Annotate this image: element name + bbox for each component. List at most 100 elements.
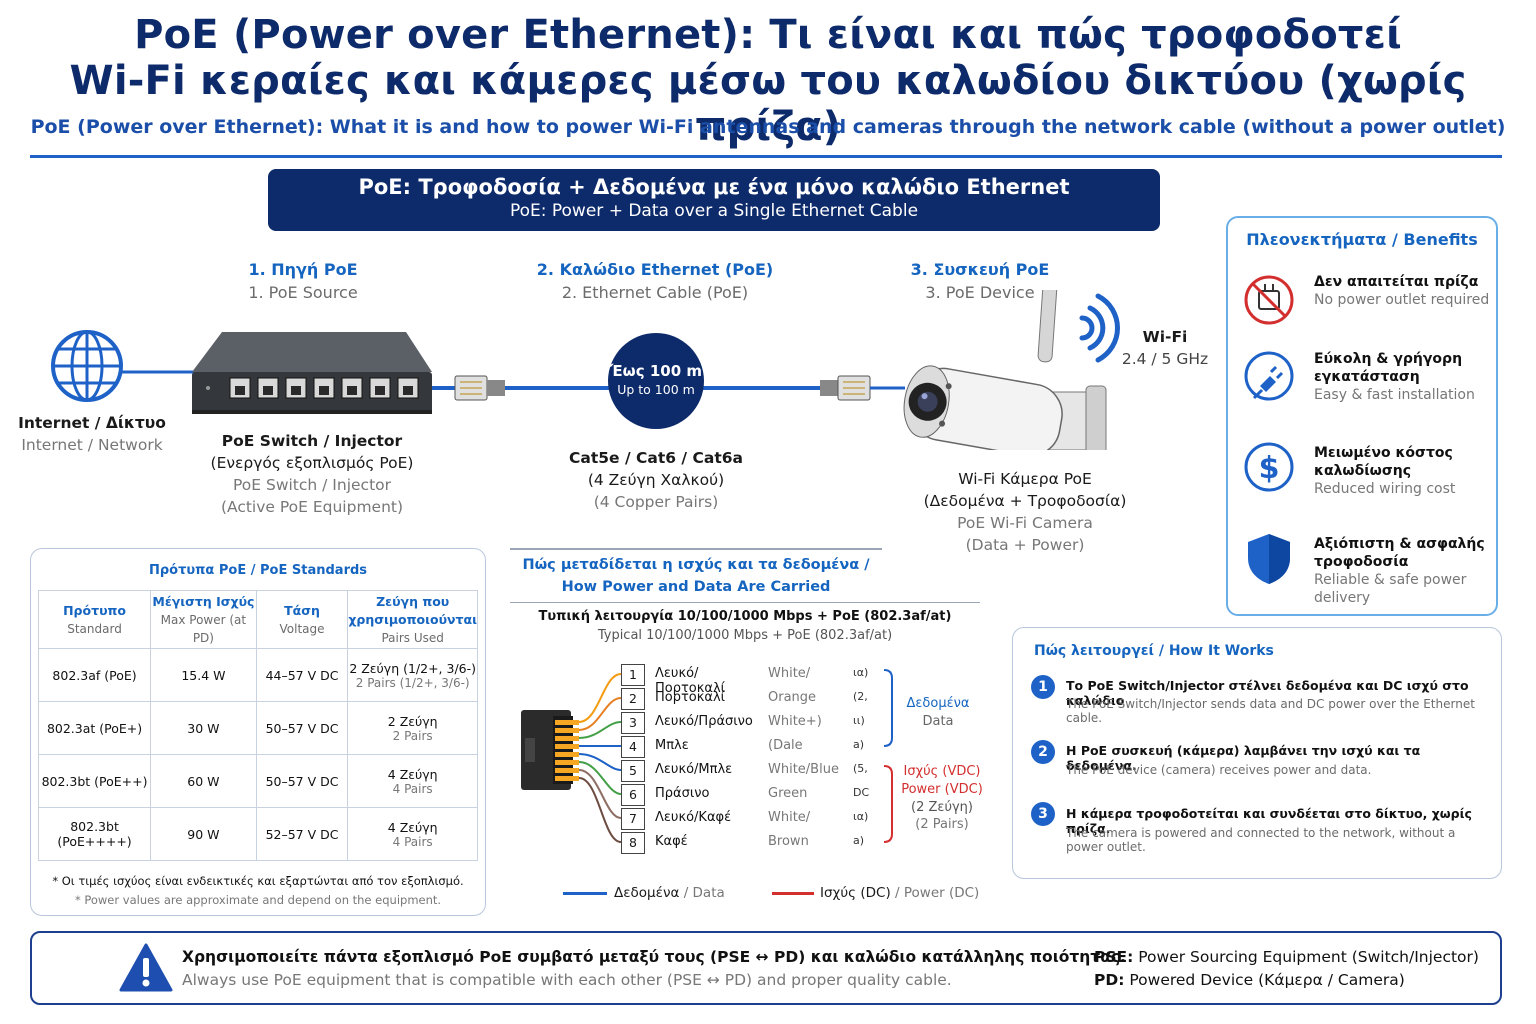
legend-data: Δεδομένα / Data <box>614 885 725 901</box>
header-en: Max Power (at PD) <box>160 612 247 645</box>
pin-tail: ια) <box>853 666 869 679</box>
warning-icon <box>119 943 173 992</box>
wifi-label-name: Wi-Fi <box>1142 328 1188 346</box>
globe-icon <box>51 330 123 402</box>
pin-number: 8 <box>621 832 645 854</box>
legend-power: Ισχύς (DC) / Power (DC) <box>820 885 979 901</box>
pin-color-en: White/ <box>768 810 811 825</box>
how-it-works-title: Πώς λειτουργεί / How It Works <box>1034 643 1274 659</box>
step-number-badge: 1 <box>1031 675 1055 699</box>
step-title: 3. Συσκευή PoE <box>910 260 1050 279</box>
cell-voltage: 50–57 V DC <box>255 701 349 755</box>
legend-power-gr: Ισχύς (DC) <box>820 885 891 901</box>
carry-divider-top <box>510 548 882 550</box>
pin-number: 5 <box>621 760 645 782</box>
plug-icon <box>1244 351 1294 401</box>
power-pairs-gr: (2 Ζεύγη) <box>911 800 973 815</box>
page-title-line1: PoE (Power over Ethernet): Τι είναι και … <box>134 12 1402 58</box>
pin-color-en: (Dale <box>768 738 803 753</box>
pairs-en: 2 Pairs <box>392 728 433 743</box>
pse-key: PSE: <box>1094 948 1134 966</box>
pairs-gr: 4 Ζεύγη <box>387 766 438 782</box>
pse-value: Power Sourcing Equipment (Switch/Injecto… <box>1138 948 1479 966</box>
pin-number: 4 <box>621 736 645 758</box>
wifi-signal-icon <box>1079 293 1121 363</box>
benefit-gr: Αξιόπιστη & ασφαλής τροφοδοσία <box>1314 536 1485 570</box>
power-group-label: Ισχύς (VDC) Power (VDC) (2 Ζεύγη) (2 Pai… <box>898 764 986 832</box>
benefits-title: Πλεονεκτήματα / Benefits <box>1246 230 1478 249</box>
pin-tail: DC <box>853 786 870 799</box>
wifi-label: Wi-Fi 2.4 / 5 GHz <box>1120 326 1210 370</box>
pin-color-en: Brown <box>768 834 809 849</box>
pd-key: PD: <box>1094 971 1125 989</box>
pin-color-en: White/Blue <box>768 762 839 777</box>
distance-label: Έως 100 m Up to 100 m <box>608 362 704 397</box>
legend-power-swatch <box>772 892 814 895</box>
standards-note-gr: * Οι τιμές ισχύος είναι ενδεικτικές και … <box>52 874 464 888</box>
cell-voltage: 50–57 V DC <box>255 754 349 808</box>
poe-topology-diagram <box>51 290 1121 450</box>
pin-tail: a) <box>853 834 865 847</box>
header-en: Standard <box>67 621 122 636</box>
pin-color-gr: Μπλε <box>655 738 689 753</box>
wire-bundle <box>578 673 622 843</box>
pin-tail: ιι) <box>853 714 865 727</box>
switch-label-line3: PoE Switch / Injector <box>232 476 391 494</box>
pse-definition: PSE: Power Sourcing Equipment (Switch/In… <box>1094 948 1479 966</box>
carry-mode-en: Typical 10/100/1000 Mbps + PoE (802.3af/… <box>597 628 893 643</box>
benefit-gr: Μειωμένο κόστος καλωδίωσης <box>1314 445 1453 479</box>
standards-note-en: * Power values are approximate and depen… <box>74 893 442 907</box>
header-en: Voltage <box>279 621 325 636</box>
cable-label-line2: (4 Ζεύγη Χαλκού) <box>587 471 725 489</box>
hiw-step-gr: Η κάμερα τροφοδοτείται και συνδέεται στο… <box>1066 806 1472 836</box>
pin-color-gr: Λευκό/Καφέ <box>655 810 732 825</box>
internet-label-gr: Internet / Δίκτυο <box>18 414 166 432</box>
pin-color-gr: Λευκό/Μπλε <box>655 762 733 777</box>
page-title-line2: Wi-Fi κεραίες και κάμερες μέσω του καλωδ… <box>69 58 1467 150</box>
hiw-step-gr: Το PoE Switch/Injector στέλνει δεδομένα … <box>1066 678 1469 708</box>
hiw-step-gr: Η PoE συσκευή (κάμερα) λαμβάνει την ισχύ… <box>1066 743 1421 773</box>
camera-label-line4: (Data + Power) <box>965 536 1085 554</box>
pin-number: 1 <box>621 664 645 686</box>
cable-label: Cat5e / Cat6 / Cat6a (4 Ζεύγη Χαλκού) (4… <box>556 447 756 513</box>
legend-data-swatch <box>563 892 607 895</box>
banner-line2: PoE: Power + Data over a Single Ethernet… <box>509 201 919 221</box>
pairs-en: 2 Pairs (1/2+, 3/6-) <box>355 675 470 690</box>
header-en: Pairs Used <box>381 630 444 645</box>
cable-label-line1: Cat5e / Cat6 / Cat6a <box>569 449 743 467</box>
safety-text-gr: Χρησιμοποιείτε πάντα εξοπλισμό PoE συμβα… <box>182 948 1126 966</box>
data-group-en: Data <box>922 714 954 729</box>
data-group-label: Δεδομένα Data <box>898 696 978 729</box>
legend-data-en: / Data <box>683 885 725 901</box>
pin-color-gr: Πράσινο <box>655 786 710 801</box>
poe-switch-icon <box>192 332 432 414</box>
step-subtitle: 1. PoE Source <box>248 283 358 302</box>
banner-line1: PoE: Τροφοδοσία + Δεδομένα με ένα μόνο κ… <box>358 175 1070 199</box>
standards-title: Πρότυπα PoE / PoE Standards <box>148 563 368 578</box>
camera-label-line2: (Δεδομένα + Τροφοδοσία) <box>923 492 1127 510</box>
header-divider <box>30 155 1502 158</box>
power-group-en: Power (VDC) <box>901 782 983 797</box>
pairs-gr: 2 Ζεύγη (1/2+, 3/6-) <box>349 660 477 676</box>
switch-label: PoE Switch / Injector (Ενεργός εξοπλισμό… <box>190 430 434 518</box>
step-subtitle: 3. PoE Device <box>925 283 1035 302</box>
cell-voltage: 44–57 V DC <box>255 648 349 702</box>
step-poe-source: 1. Πηγή PoE 1. PoE Source <box>198 260 408 302</box>
pin-color-en: White/ <box>768 666 811 681</box>
no-plug-icon <box>1244 275 1294 325</box>
step-ethernet-cable: 2. Καλώδιο Ethernet (PoE) 2. Ethernet Ca… <box>520 260 790 302</box>
benefit-en: Reliable & safe power delivery <box>1314 572 1467 606</box>
pin-color-en: Orange <box>768 690 817 705</box>
data-group-gr: Δεδομένα <box>906 696 970 711</box>
benefits-icons: $ <box>1244 275 1294 584</box>
power-group-gr: Ισχύς (VDC) <box>903 764 981 779</box>
pin-color-gr: Λευκό/Πορτοκαλί <box>655 666 726 696</box>
step-title: 1. Πηγή PoE <box>248 260 358 279</box>
